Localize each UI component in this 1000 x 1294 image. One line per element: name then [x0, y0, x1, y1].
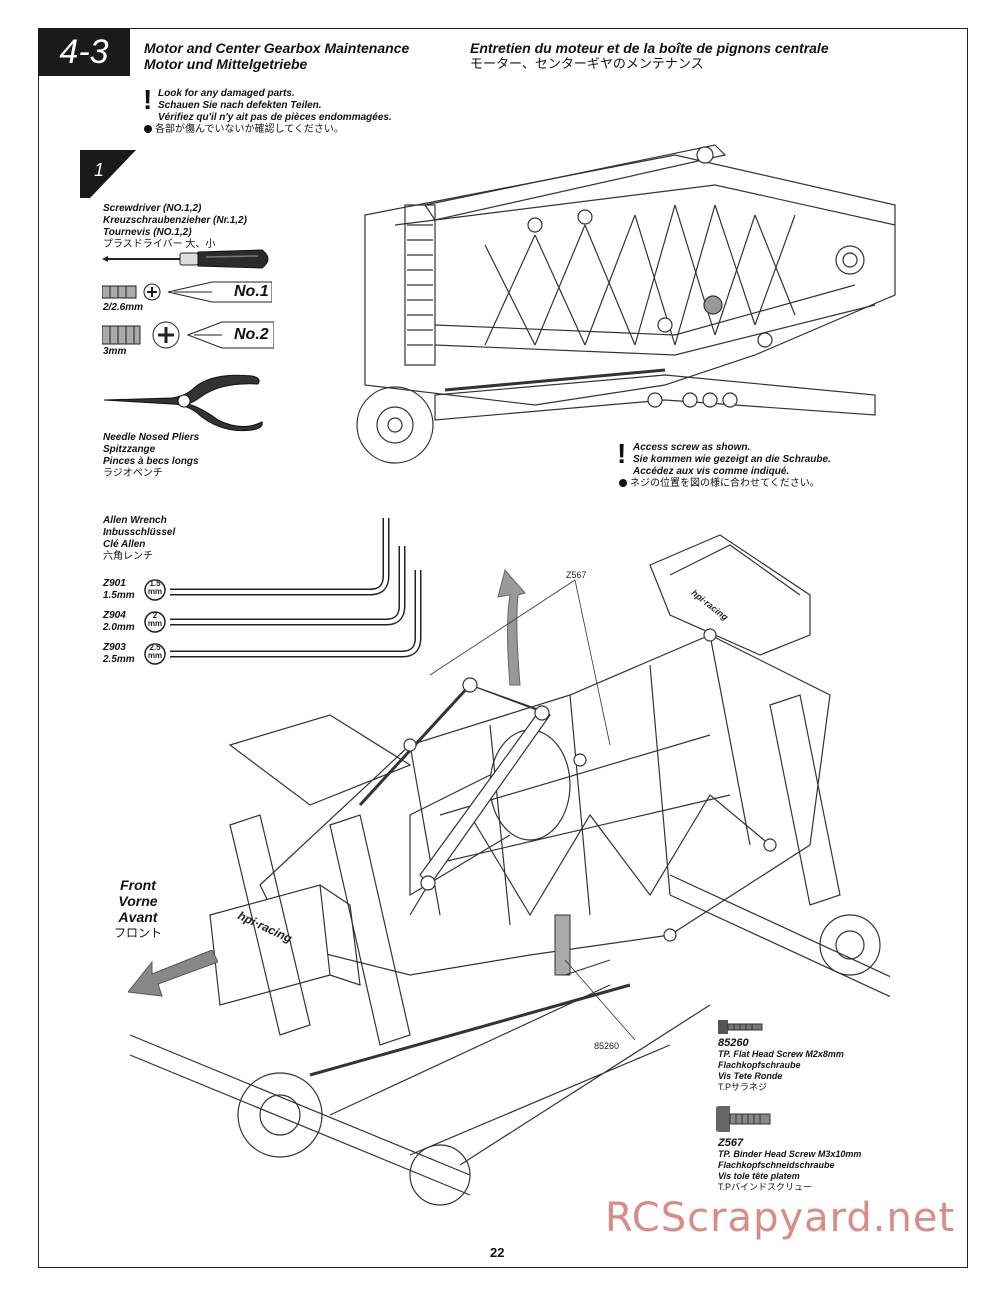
- no2-bit-icon: [102, 321, 274, 349]
- warning-en: Look for any damaged parts.: [158, 88, 295, 99]
- warning-top: Look for any damaged parts. Schauen Sie …: [144, 88, 392, 136]
- access-en: Access screw as shown.: [633, 442, 751, 453]
- title-en: Motor and Center Gearbox Maintenance: [144, 40, 410, 56]
- access-note: Access screw as shown. Sie kommen wie ge…: [619, 442, 831, 490]
- size-badge-icon: [144, 611, 166, 633]
- page-frame: [38, 28, 968, 1268]
- part-z567: Z567 TP. Binder Head Screw M3x10mm Flach…: [718, 1137, 862, 1193]
- warning-fr: Vérifiez qu'il n'y ait pas de pièces end…: [158, 112, 392, 123]
- step-number: 4-3: [38, 28, 130, 76]
- access-ja: ネジの位置を図の様に合わせてください。: [630, 478, 820, 489]
- part-85260: 85260 TP. Flat Head Screw M2x8mm Flachko…: [718, 1037, 844, 1093]
- title-en-de: Motor and Center Gearbox Maintenance Mot…: [144, 40, 409, 72]
- page-number: 22: [490, 1245, 505, 1260]
- truck-assembly-illustration: [129, 534, 890, 1206]
- front-label: Front Vorne Avant フロント: [113, 877, 162, 940]
- access-de: Sie kommen wie gezeigt an die Schraube.: [633, 454, 831, 465]
- warning-icon: !: [617, 438, 627, 469]
- title-fr: Entretien du moteur et de la boîte de pi…: [470, 40, 829, 56]
- callout-85260: 85260: [594, 1041, 620, 1051]
- allen-label: Allen Wrench Inbusschlüssel Clé Allen 六角…: [103, 515, 176, 562]
- substep-shape: [80, 150, 136, 198]
- no1-size: 2/2.6mm: [103, 302, 144, 313]
- access-fr: Accédez aux vis comme indiqué.: [633, 466, 790, 477]
- screwdriver-icon: [102, 249, 269, 269]
- bullet-icon: [619, 479, 627, 488]
- title-fr-ja: Entretien du moteur et de la boîte de pi…: [470, 40, 829, 72]
- no2-size: 3mm: [103, 346, 127, 357]
- no2-label: No.2: [234, 326, 269, 343]
- screwdriver-label: Screwdriver (NO.1,2) Kreuzschraubenziehe…: [103, 203, 247, 250]
- warning-de: Schauen Sie nach defekten Teilen.: [158, 100, 322, 111]
- watermark: RCScrapyard.net: [605, 1195, 956, 1241]
- no1-label: No.1: [234, 283, 269, 300]
- pliers-label: Needle Nosed Pliers Spitzzange Pinces à …: [103, 432, 200, 479]
- substep-marker: 1: [80, 150, 136, 198]
- substep-number: 1: [94, 160, 105, 180]
- warning-icon: !: [143, 84, 153, 115]
- front-arrow-icon: [128, 950, 218, 997]
- callout-z567: Z567: [566, 570, 587, 580]
- size-badge-icon: [144, 579, 166, 601]
- warning-ja: 各部が傷んでいないか確認してください。: [155, 124, 344, 135]
- allen-wrench-icons: [170, 518, 422, 658]
- title-de: Motor und Mittelgetriebe: [144, 56, 308, 72]
- no1-bit-icon: [102, 281, 272, 303]
- bullet-icon: [144, 125, 152, 134]
- pliers-icon: [103, 374, 263, 432]
- chassis-detail-illustration: [356, 144, 896, 464]
- title-ja: モーター、センターギヤのメンテナンス: [470, 56, 704, 71]
- size-badge-icon: [144, 643, 166, 665]
- binder-head-screw-icon: [716, 1106, 771, 1132]
- flat-head-screw-icon: [718, 1020, 763, 1034]
